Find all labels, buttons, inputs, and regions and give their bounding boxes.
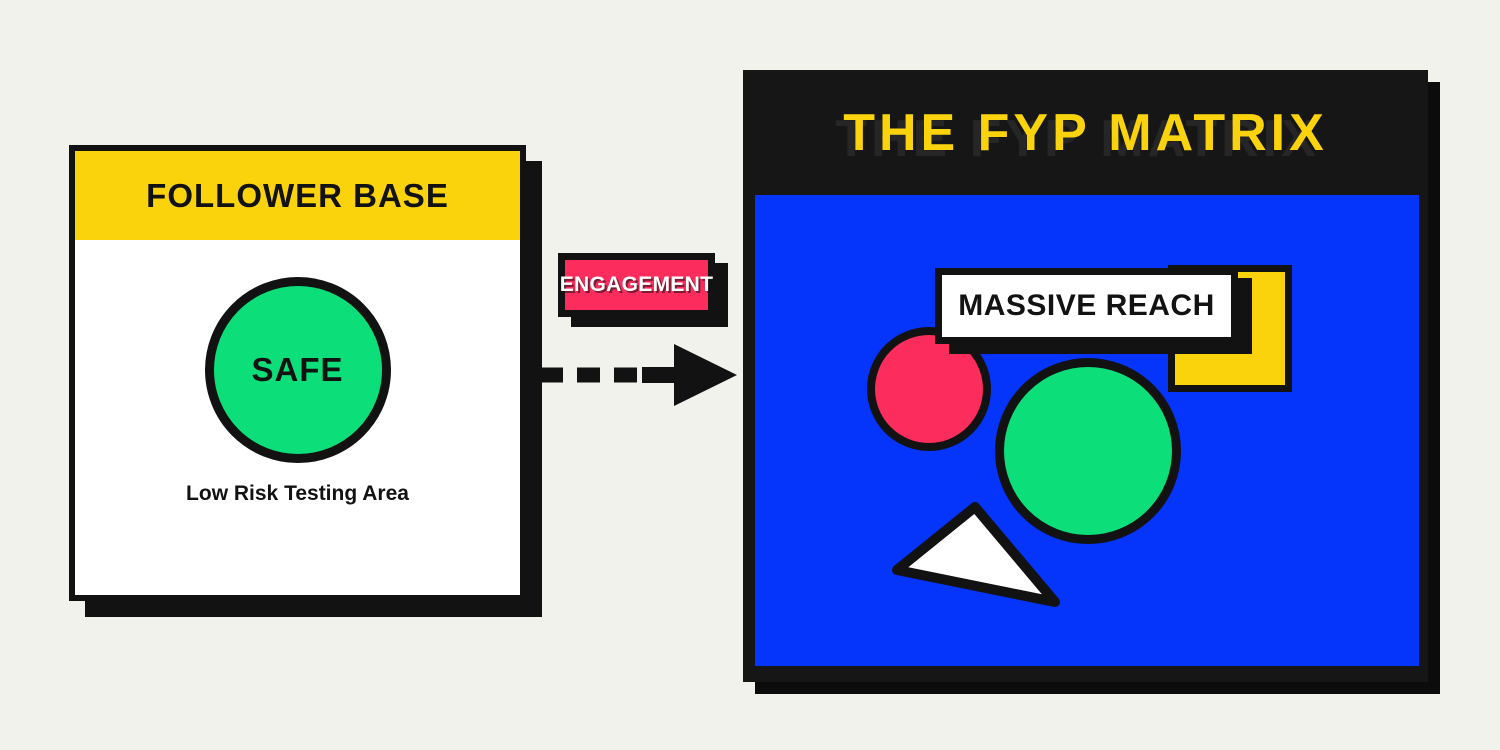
follower-base-header: FOLLOWER BASE — [75, 151, 520, 240]
fyp-matrix-body: MASSIVE REACH — [755, 195, 1419, 666]
safe-circle: SAFE — [204, 277, 391, 463]
safe-circle-label: SAFE — [251, 351, 344, 388]
engagement-tag: ENGAGEMENT — [558, 253, 715, 317]
massive-reach-callout: MASSIVE REACH — [935, 268, 1238, 344]
massive-reach-label: MASSIVE REACH — [958, 289, 1215, 322]
pink-circle — [867, 327, 991, 451]
fyp-matrix-title: THE FYP MATRIX — [843, 103, 1328, 162]
follower-base-title: FOLLOWER BASE — [146, 176, 449, 214]
follower-base-body: SAFE Low Risk Testing Area — [75, 277, 520, 632]
follower-base-card: FOLLOWER BASE SAFE Low Risk Testing Area — [69, 145, 526, 601]
green-circle — [995, 358, 1181, 544]
white-triangle — [892, 502, 1060, 607]
low-risk-caption: Low Risk Testing Area — [186, 482, 409, 505]
dashed-right-arrow-icon — [540, 344, 737, 406]
engagement-label: ENGAGEMENT — [559, 273, 714, 296]
fyp-matrix-panel: THE FYP MATRIX MASSIVE REACH — [743, 70, 1428, 682]
